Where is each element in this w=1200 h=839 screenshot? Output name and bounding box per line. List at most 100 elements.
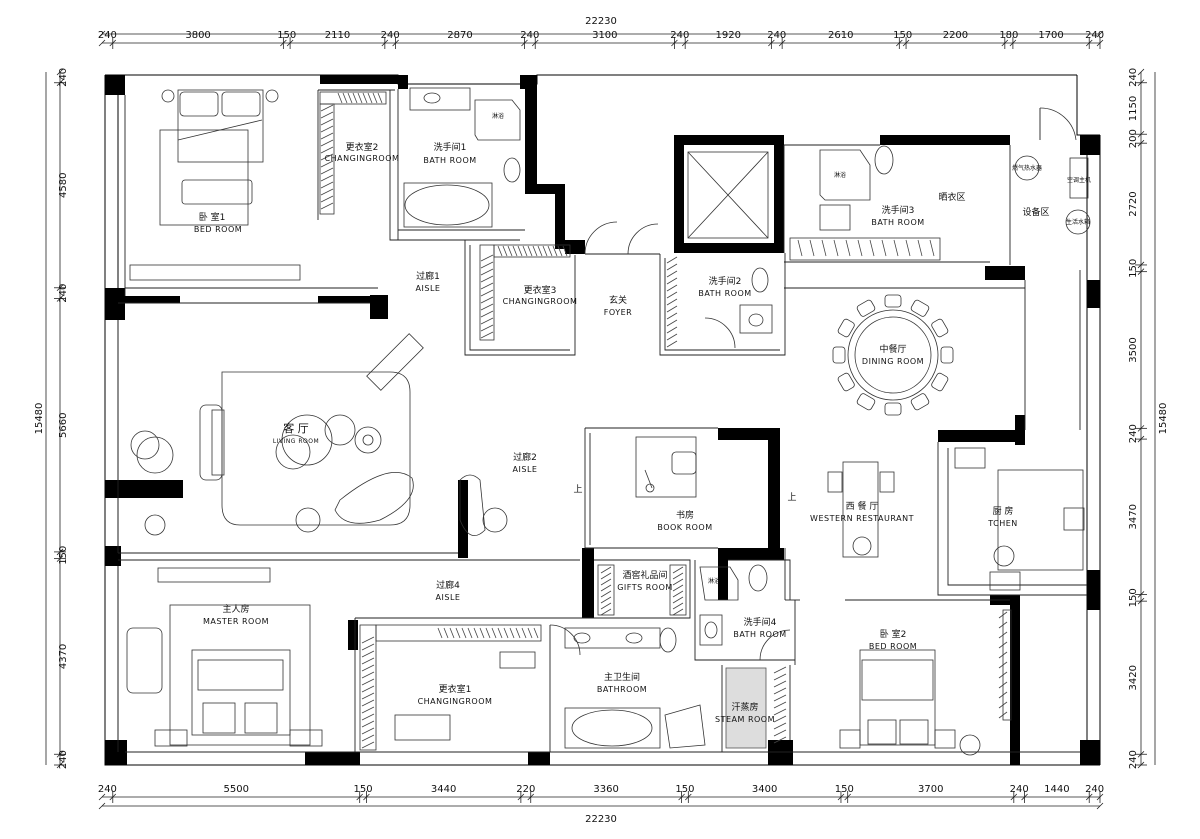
bottom-dim-9: 3700	[918, 784, 943, 795]
hatch-mark	[361, 685, 375, 693]
hatch-mark	[361, 650, 375, 658]
room-en-masterbath: BATHROOM	[597, 685, 647, 694]
heater-label: 燃气热水器	[1012, 164, 1042, 172]
dining-chair	[931, 372, 949, 392]
room-en-bath4: BATH ROOM	[733, 630, 786, 639]
hatch-mark	[361, 741, 375, 749]
shower-label-2: 淋浴	[834, 171, 846, 179]
left-dim-6: 240	[58, 750, 69, 769]
hatch-mark	[377, 92, 383, 104]
hatch-mark	[672, 608, 684, 616]
top-tick	[98, 39, 106, 47]
room-cn-steam: 汗蒸房	[731, 701, 758, 713]
room-cn-changing3: 更衣室3	[524, 284, 557, 296]
hatch-mark	[491, 627, 497, 639]
hatch-mark	[998, 621, 1008, 629]
hatch-mark	[479, 627, 485, 639]
right-dim-0: 240	[1128, 68, 1139, 87]
hatch-mark	[666, 298, 678, 306]
hatch-mark	[507, 245, 513, 257]
bottom-dim-1: 5500	[224, 784, 249, 795]
left-dim-4: 150	[58, 546, 69, 565]
walls	[104, 74, 1101, 766]
top-dim-7: 3100	[592, 30, 617, 41]
hatch-mark	[773, 701, 787, 709]
hatch-mark	[532, 245, 538, 257]
hatch-mark	[455, 627, 461, 639]
hatch-mark	[666, 305, 678, 313]
hatch-mark	[666, 277, 678, 285]
right-dim-8: 150	[1128, 588, 1139, 607]
hatch-mark	[600, 584, 612, 592]
stair-up-label-2: 上	[787, 492, 796, 503]
room-cn-bath4: 洗手间4	[744, 616, 777, 628]
bottom-dim-10: 240	[1010, 784, 1029, 795]
hatch-mark	[600, 590, 612, 598]
right-dim-4: 150	[1128, 259, 1139, 278]
hatch-mark	[480, 331, 494, 339]
bottom-total-tick	[1096, 802, 1104, 810]
room-cn-bath3: 洗手间3	[882, 204, 915, 216]
hatch-mark	[998, 691, 1008, 699]
dining-chair	[884, 294, 902, 308]
dining-chair	[856, 299, 876, 317]
room-en-aisle1: AISLE	[416, 284, 441, 293]
hatch-mark	[480, 282, 494, 290]
hatch-mark	[342, 92, 348, 104]
room-en-foyer: FOYER	[604, 308, 632, 317]
left-dim-5: 4370	[58, 644, 69, 669]
room-en-aisle2: AISLE	[513, 465, 538, 474]
hatch-mark	[869, 239, 875, 257]
hatch-mark	[881, 239, 887, 257]
hatch-mark	[773, 687, 787, 695]
hatch-mark	[998, 681, 1008, 689]
top-total-tick	[1096, 30, 1104, 38]
right-dim-7: 3470	[1128, 504, 1139, 529]
room-cn-bedroom2: 卧 室2	[880, 628, 907, 640]
room-cn-aisle4: 过廊4	[436, 579, 460, 591]
hatch-mark	[672, 566, 684, 574]
hatch-mark	[320, 188, 334, 196]
hatch-mark	[320, 174, 334, 182]
bottom-total-dim: 22230	[585, 814, 617, 825]
left-total-dim: 15480	[34, 403, 45, 435]
dining-chair	[832, 346, 846, 364]
dining-chair	[940, 346, 954, 364]
hatch-mark	[512, 245, 518, 257]
left-tick	[56, 68, 64, 76]
room-cn-book: 书房	[676, 509, 694, 521]
hatch-mark	[320, 132, 334, 140]
bottom-tick	[98, 793, 106, 801]
hatch-mark	[557, 245, 563, 257]
hatch-mark	[542, 245, 548, 257]
bottom-dim-6: 150	[675, 784, 694, 795]
hatch-mark	[666, 326, 678, 334]
hatch-mark	[600, 602, 612, 610]
dining-chair	[910, 393, 930, 411]
hatch-mark	[773, 736, 787, 744]
stair-up-label-1: 上	[573, 484, 582, 495]
hatch-mark	[527, 245, 533, 257]
shower-label-3: 淋浴	[708, 577, 720, 585]
dining-chair	[910, 299, 930, 317]
hatch-mark	[773, 666, 787, 674]
hatch-mark	[361, 643, 375, 651]
hatch-mark	[361, 664, 375, 672]
top-dim-16: 240	[1085, 30, 1104, 41]
room-cn-master: 主人房	[222, 603, 249, 615]
room-en-aisle4: AISLE	[436, 593, 461, 602]
top-dim-3: 2110	[325, 30, 350, 41]
hatch-mark	[361, 713, 375, 721]
hatch-mark	[337, 92, 343, 104]
hatch-mark	[320, 153, 334, 161]
hatch-mark	[320, 195, 334, 203]
hatch-mark	[672, 596, 684, 604]
left-dim-3: 5660	[58, 412, 69, 437]
dining-chair	[837, 372, 855, 392]
top-dim-12: 150	[893, 30, 912, 41]
room-en-living: LIVING ROOM	[273, 438, 319, 445]
hatch-mark	[857, 239, 863, 257]
hatch-mark	[372, 92, 378, 104]
hatch-mark	[666, 340, 678, 348]
room-cn-kitchen: 厨 房	[993, 505, 1014, 517]
